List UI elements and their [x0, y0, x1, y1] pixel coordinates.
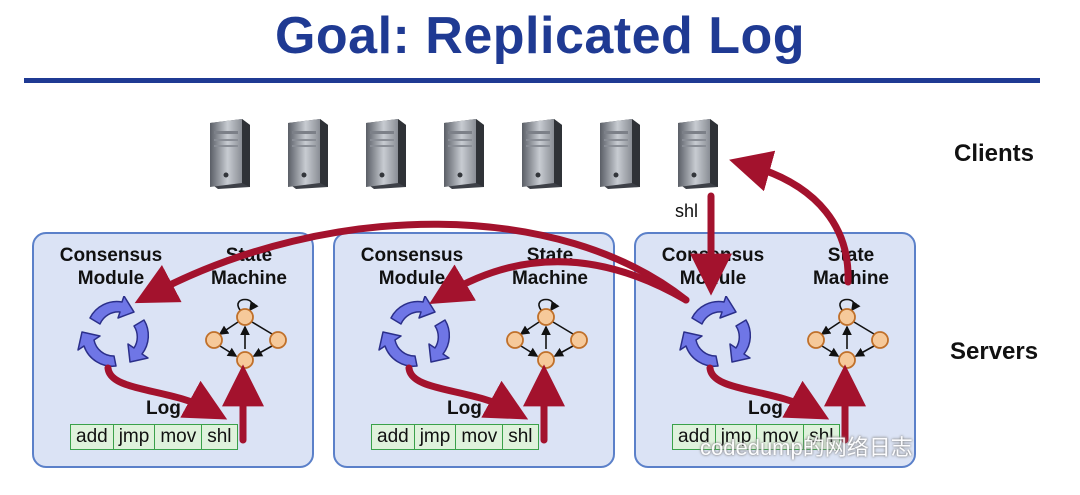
log-label: Log: [748, 398, 783, 419]
watermark: codedump的网络日志: [700, 435, 913, 460]
log-entry: shl: [508, 426, 533, 447]
servers-label: Servers: [950, 338, 1039, 365]
log-entry: jmp: [415, 425, 457, 449]
log-entry: jmp: [716, 425, 758, 449]
log-entry: add: [372, 425, 415, 449]
log-label: Log: [146, 398, 181, 419]
log-entry: add: [673, 425, 716, 449]
log-entry: mov: [456, 425, 504, 449]
log-entry: mov: [757, 425, 805, 449]
arrow-consensus-to-log: [104, 364, 228, 420]
arrow-consensus-to-log: [706, 364, 830, 420]
log-entries: add jmp mov shl: [70, 424, 238, 450]
log-entry: shl: [207, 426, 232, 447]
arrow-consensus-to-log: [405, 364, 529, 420]
log-entry: mov: [155, 425, 203, 449]
log-entry: add: [71, 425, 114, 449]
arrow-replicate-to-server-2: [429, 258, 690, 305]
client-command-label: shl: [675, 201, 699, 221]
log-label: Log: [447, 398, 482, 419]
log-entries: add jmp mov shl: [672, 424, 840, 450]
slide-title: Goal: Replicated Log: [274, 7, 806, 65]
arrow-replicate-to-server-1: [134, 220, 690, 304]
log-entries: add jmp mov shl: [371, 424, 539, 450]
clients-label: Clients: [954, 140, 1035, 167]
arrow-result-to-client: [729, 150, 852, 286]
log-entry: shl: [809, 426, 834, 447]
log-entry: jmp: [114, 425, 156, 449]
title-underline: [24, 78, 1040, 83]
